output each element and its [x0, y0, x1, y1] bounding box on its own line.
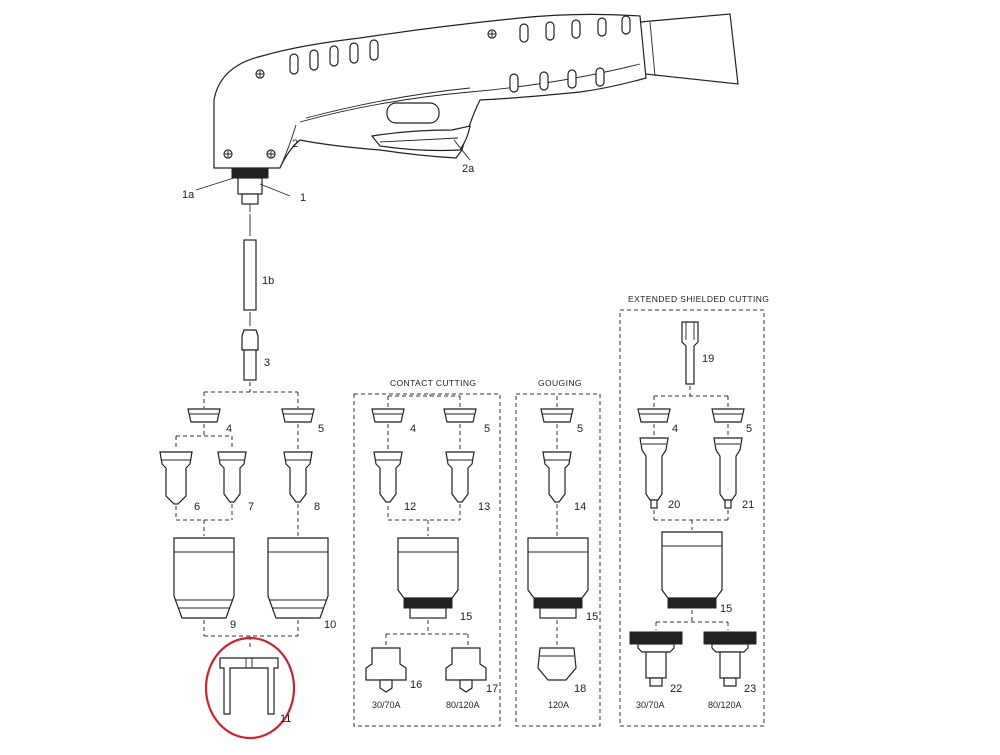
label-6: 6 [194, 501, 200, 513]
label-15-contact: 15 [460, 611, 472, 623]
label-2: 2 [292, 138, 298, 150]
caption-23: 80/120A [708, 700, 742, 710]
grip-slots [289, 15, 631, 93]
gouging-title: GOUGING [538, 378, 582, 388]
highlight-circle [204, 636, 296, 740]
label-23: 23 [744, 683, 756, 695]
label-15-extended: 15 [720, 603, 732, 615]
label-1b: 1b [262, 275, 274, 287]
gouging-group [515, 393, 601, 727]
label-9: 9 [230, 619, 236, 631]
label-1a: 1a [182, 189, 195, 201]
label-13: 13 [478, 501, 490, 513]
label-8: 8 [314, 501, 320, 513]
screw-icons [223, 29, 497, 159]
label-3: 3 [264, 357, 270, 369]
caption-18: 120A [548, 700, 569, 710]
leader-lines [195, 139, 471, 197]
left-tree [159, 382, 329, 740]
label-5-gouging: 5 [577, 423, 583, 435]
part-labels: 2 2a 1a 1 1b 3 4 5 6 7 8 9 10 11 4 5 12 … [182, 138, 756, 725]
label-12: 12 [404, 501, 416, 513]
label-16: 16 [410, 679, 422, 691]
label-18: 18 [574, 683, 586, 695]
torch-handle [213, 13, 739, 212]
label-20: 20 [668, 499, 680, 511]
label-5-extended: 5 [746, 423, 752, 435]
connector-rod [243, 214, 257, 326]
label-7: 7 [248, 501, 254, 513]
label-10: 10 [324, 619, 336, 631]
amperage-captions: 30/70A 80/120A 120A 30/70A 80/120A [372, 700, 742, 710]
caption-22: 30/70A [636, 700, 665, 710]
label-4: 4 [226, 423, 232, 435]
label-5-contact: 5 [484, 423, 490, 435]
extended-shielded-group [619, 309, 765, 727]
label-14: 14 [574, 501, 586, 513]
swirl-insulator-3 [241, 329, 259, 381]
caption-16: 30/70A [372, 700, 401, 710]
label-11: 11 [280, 713, 291, 725]
caption-17: 80/120A [446, 700, 480, 710]
extended-shielded-title: EXTENDED SHIELDED CUTTING [628, 294, 769, 304]
label-19: 19 [702, 353, 714, 365]
label-4-extended: 4 [672, 423, 678, 435]
group-titles: CONTACT CUTTING GOUGING EXTENDED SHIELDE… [390, 294, 769, 388]
label-4-contact: 4 [410, 423, 416, 435]
label-17: 17 [486, 683, 498, 695]
label-21: 21 [742, 499, 754, 511]
label-15-gouging: 15 [586, 611, 598, 623]
contact-cutting-group [353, 393, 501, 727]
contact-cutting-title: CONTACT CUTTING [390, 378, 476, 388]
label-5: 5 [318, 423, 324, 435]
label-22: 22 [670, 683, 682, 695]
label-2a: 2a [462, 163, 475, 175]
label-1: 1 [300, 192, 306, 204]
